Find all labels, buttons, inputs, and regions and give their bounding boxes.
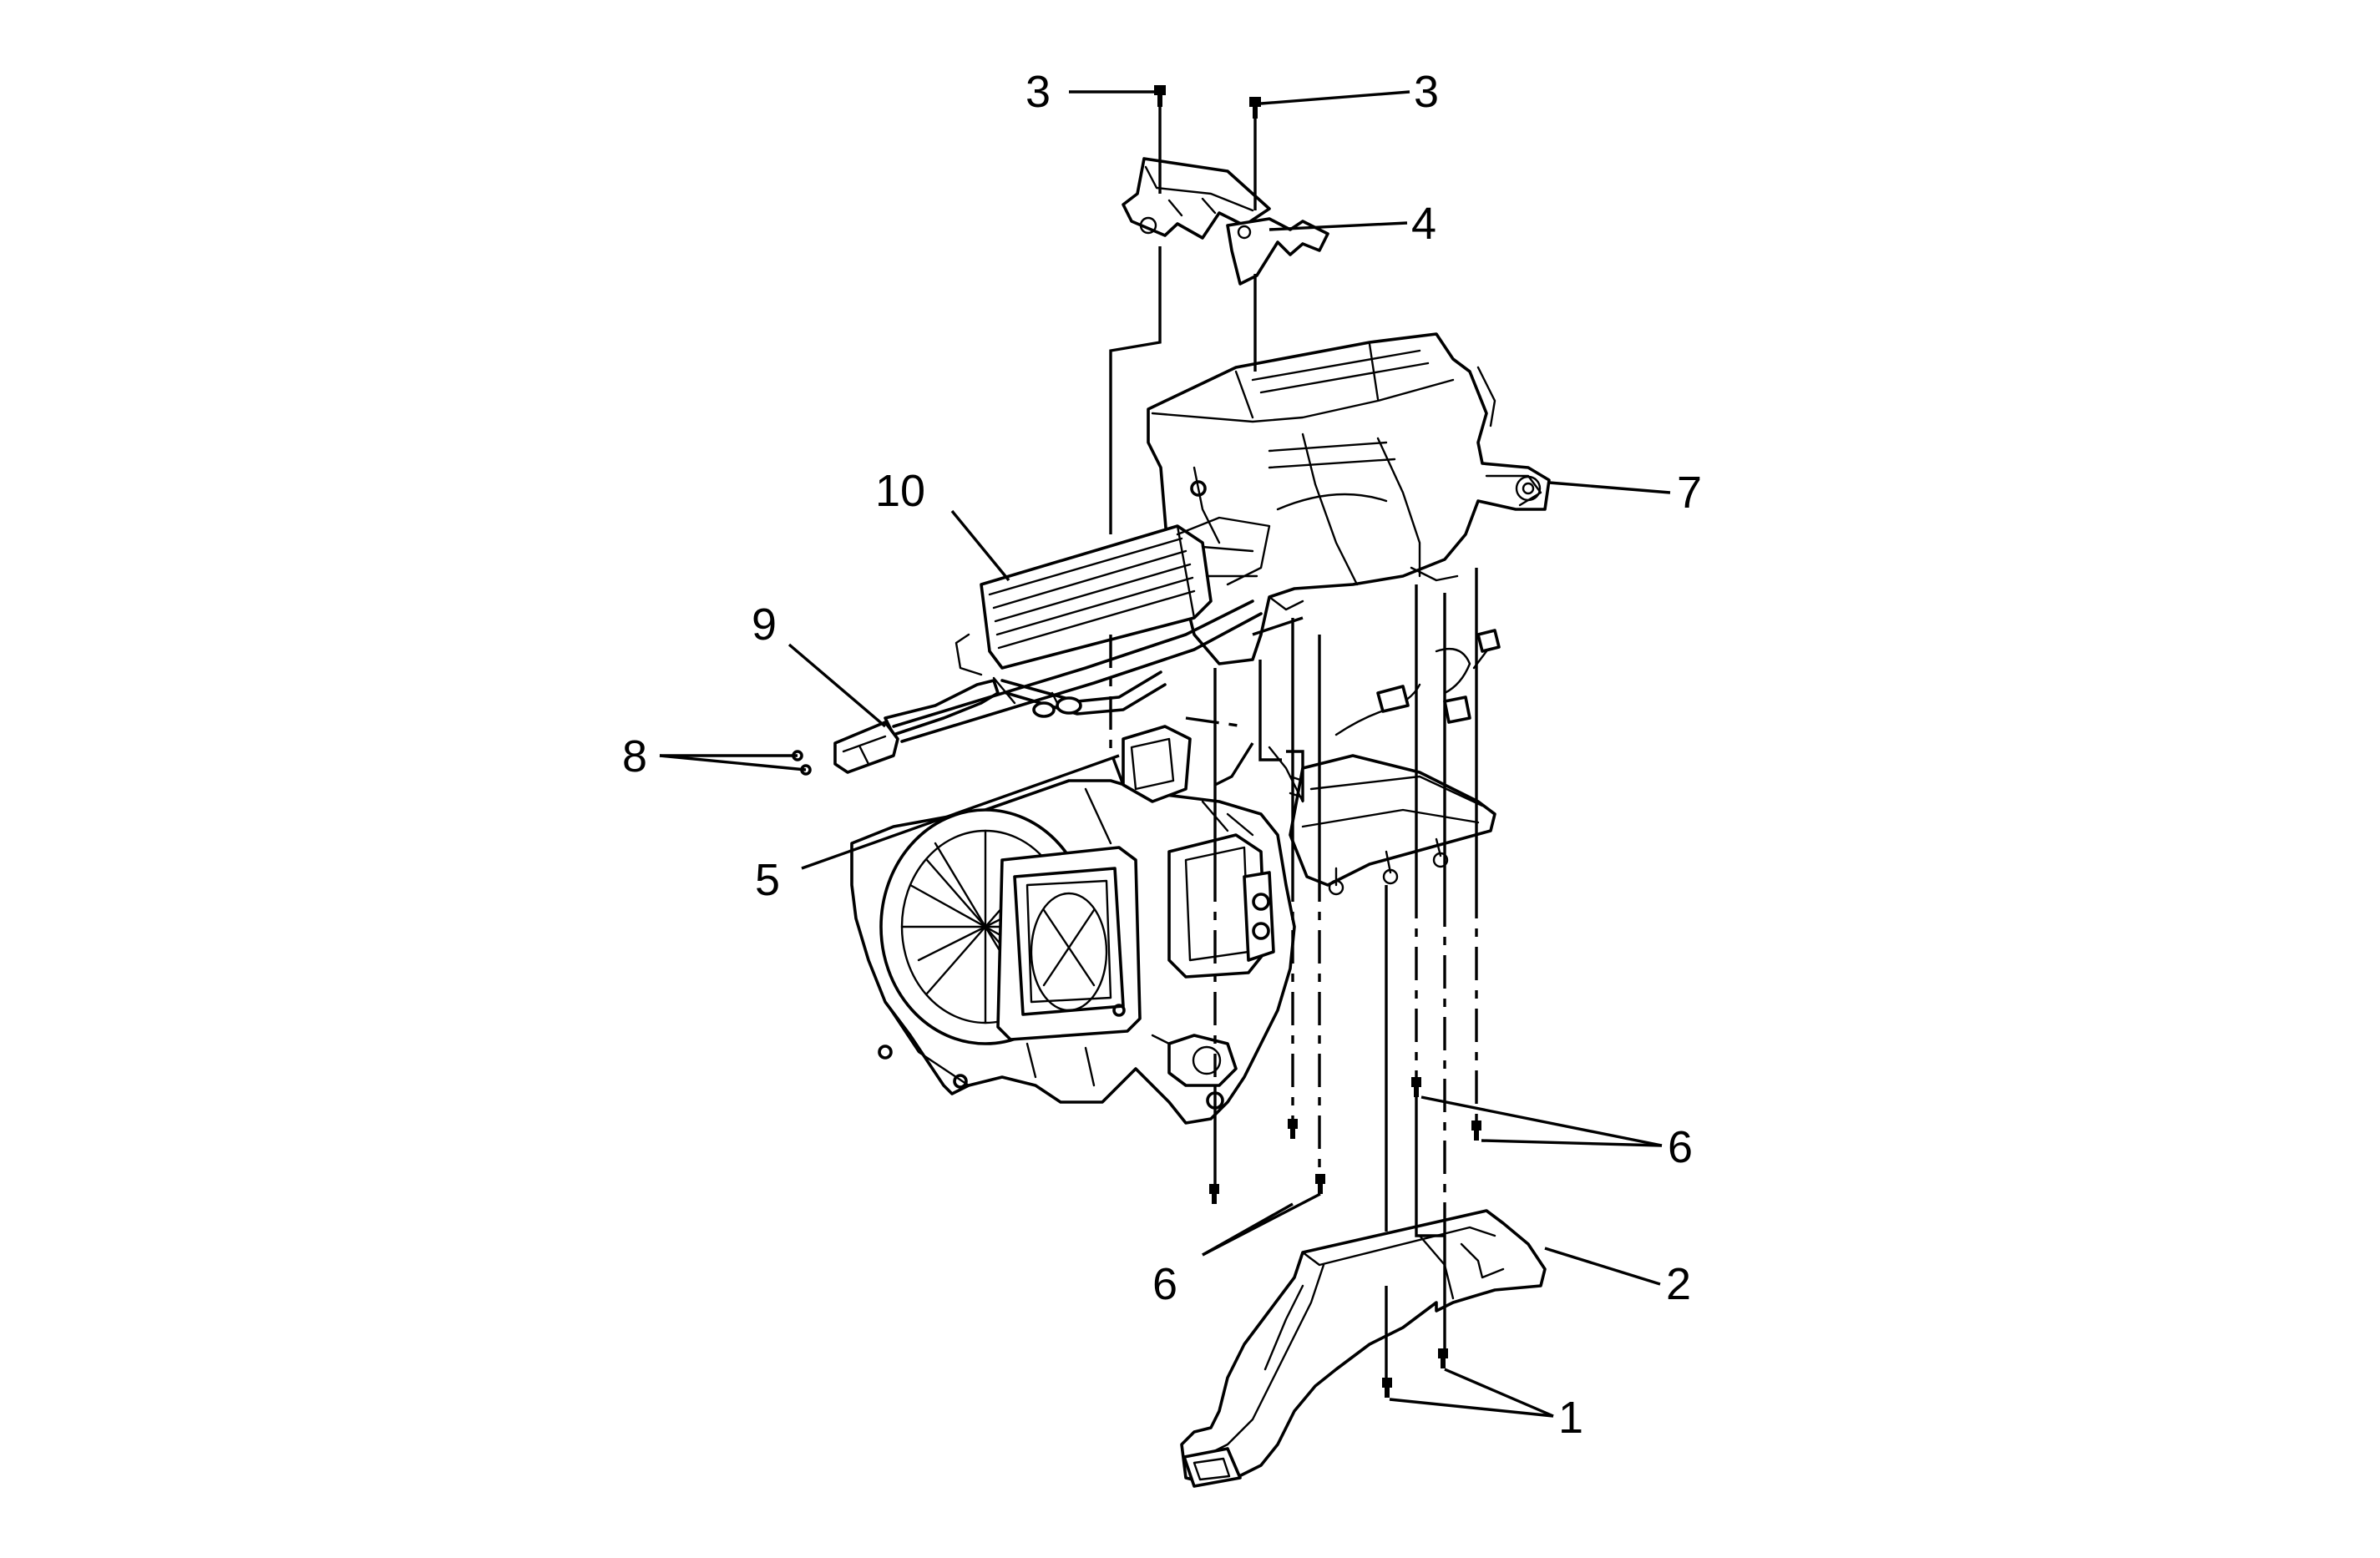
screw-3-left — [1154, 85, 1166, 107]
part-9-heater-pipes — [884, 599, 1263, 743]
callout-7: 7 — [1677, 468, 1702, 518]
callout-6-right: 6 — [1668, 1122, 1693, 1172]
callout-8: 8 — [622, 731, 647, 782]
leader-lines — [659, 90, 1671, 1418]
screw-1-a — [1382, 1378, 1392, 1398]
screw-6-e — [1471, 1120, 1481, 1141]
alignment-lines — [1109, 107, 1478, 1378]
screw-6-d — [1411, 1077, 1421, 1097]
callout-3-left: 3 — [1025, 67, 1051, 117]
screw-3-right — [1249, 97, 1261, 119]
screw-6-c — [1315, 1174, 1325, 1194]
part-8-clamps — [792, 721, 899, 776]
callout-9: 9 — [752, 599, 777, 650]
callout-3-right: 3 — [1414, 67, 1439, 117]
callout-4: 4 — [1411, 199, 1436, 249]
fasteners — [1154, 85, 1481, 1398]
callout-2: 2 — [1666, 1259, 1691, 1309]
callout-1: 1 — [1558, 1393, 1583, 1443]
callout-10: 10 — [875, 466, 925, 516]
part-4-upper-bracket — [1122, 157, 1329, 286]
part-2-floor-duct — [1180, 1209, 1547, 1488]
callout-labels: 3 3 4 7 10 9 8 5 6 6 2 1 — [622, 67, 1702, 1443]
callout-6-left: 6 — [1152, 1259, 1177, 1309]
screw-6-b — [1288, 1119, 1298, 1139]
part-7-upper-hvac-case — [1147, 332, 1551, 665]
screw-6-a — [1209, 1184, 1219, 1204]
part-10-heater-core — [955, 516, 1271, 676]
callout-5: 5 — [755, 855, 780, 905]
screw-1-b — [1438, 1348, 1448, 1368]
part-5-blower-assembly — [850, 725, 1296, 1125]
